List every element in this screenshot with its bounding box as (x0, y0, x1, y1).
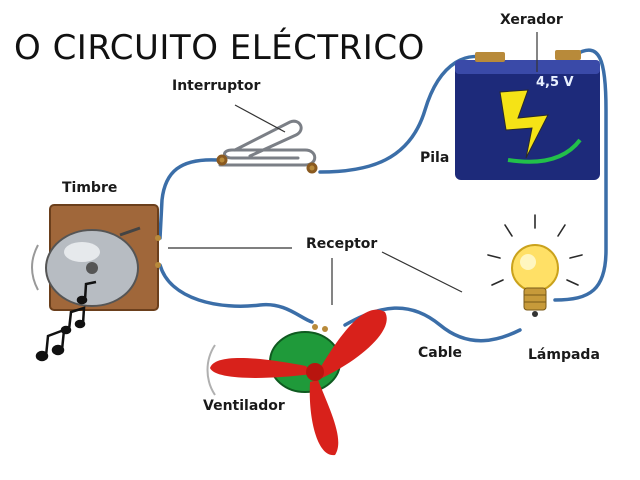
label-xerador: Xerador (500, 12, 563, 28)
page-title: O CIRCUITO ELÉCTRICO (14, 28, 425, 68)
pointer-interruptor (234, 104, 286, 133)
music-note-icon (35, 280, 97, 362)
battery-terminal-right (555, 50, 581, 60)
light-rays (487, 214, 583, 286)
battery-terminal-left (475, 52, 505, 62)
pointer-receptor-lamp (381, 251, 463, 293)
label-interruptor: Interruptor (172, 78, 261, 94)
label-cable: Cable (418, 345, 463, 361)
lightning-bolt-icon (499, 89, 549, 159)
paperclip-switch-icon (216, 119, 318, 174)
wire-battery-to-switch (318, 54, 492, 174)
fan-blade-top (320, 309, 387, 378)
label-pila: Pila (420, 150, 450, 166)
wire-bell-to-fan (158, 263, 314, 324)
fan-blade-left (210, 357, 312, 378)
fan-icon (206, 309, 387, 456)
bulb-base (523, 287, 547, 311)
light-bulb-icon (487, 214, 583, 317)
fan-hub (306, 363, 324, 381)
label-timbre: Timbre (62, 180, 118, 196)
wire-battery-to-lamp (553, 48, 608, 302)
fan-blade-bottom (309, 380, 339, 456)
label-ventilador: Ventilador (203, 398, 285, 414)
pointer-lines (168, 32, 538, 305)
bell-icon (31, 204, 161, 311)
label-receptor: Receptor (306, 236, 378, 252)
label-lampada: Lámpada (528, 347, 600, 363)
wire-switch-to-bell (158, 158, 220, 240)
battery: 4,5 V (455, 50, 600, 180)
voltage-label: 4,5 V (536, 75, 574, 90)
